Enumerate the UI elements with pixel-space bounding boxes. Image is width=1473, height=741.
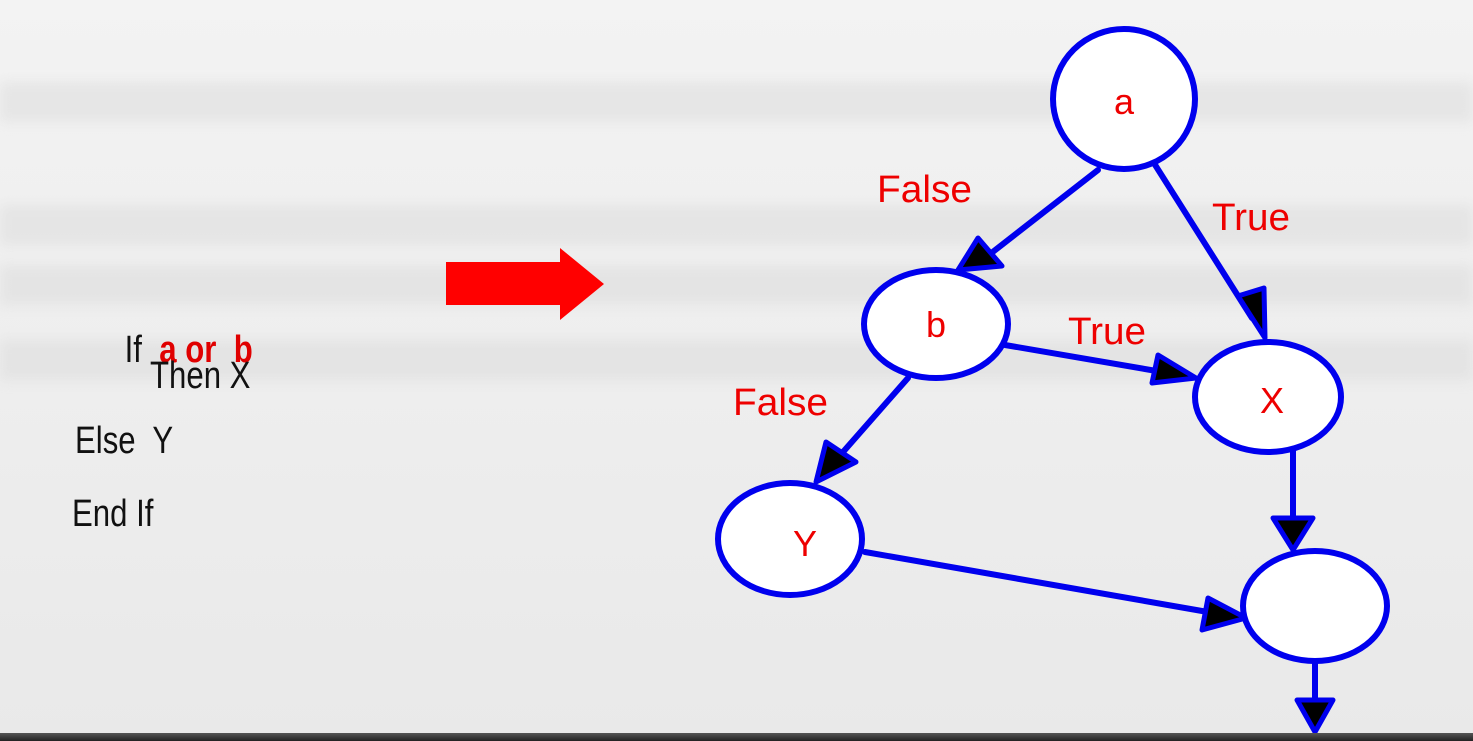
code-end-line: End If [72,493,154,535]
node-y-label: Y [793,523,817,564]
arrowhead-x-to-merge [1270,515,1316,553]
arrowhead-b-to-x [1149,352,1199,386]
arrowhead-a-to-b [955,235,1005,273]
edge-b-to-x [1002,342,1183,378]
node-a [1050,26,1198,172]
background-band [0,265,1473,305]
if-keyword: If [124,329,142,371]
bottom-bar [0,733,1473,741]
node-merge [1240,548,1390,664]
edge-a-to-x [1149,157,1255,321]
code-if-line: If a or b [90,286,253,415]
arrowhead-a-to-x [1235,285,1268,341]
code-else-line: Else Y [75,420,174,462]
node-a-label: a [1114,81,1135,122]
node-x-label: X [1260,380,1284,421]
edge-label-b-true: True [1068,311,1146,353]
node-b-label: b [926,304,946,345]
arrowhead-y-to-merge [1199,595,1249,633]
node-x [1192,339,1344,455]
arrowhead-b-to-y [813,439,859,485]
edge-label-a-true: True [1212,197,1290,239]
arrowhead-merge-out [1294,697,1336,735]
node-y [715,480,865,598]
node-b [861,267,1011,381]
if-condition: a or b [159,329,253,371]
background-band [0,205,1473,245]
background-band [0,82,1473,122]
edge-a-to-b [982,167,1101,261]
edge-label-b-false: False [733,382,828,424]
edge-label-a-false: False [877,169,972,211]
edge-y-to-merge [862,549,1228,618]
transform-arrow [446,248,604,320]
edge-b-to-y [833,375,911,463]
code-then-line: Then X [150,355,251,397]
